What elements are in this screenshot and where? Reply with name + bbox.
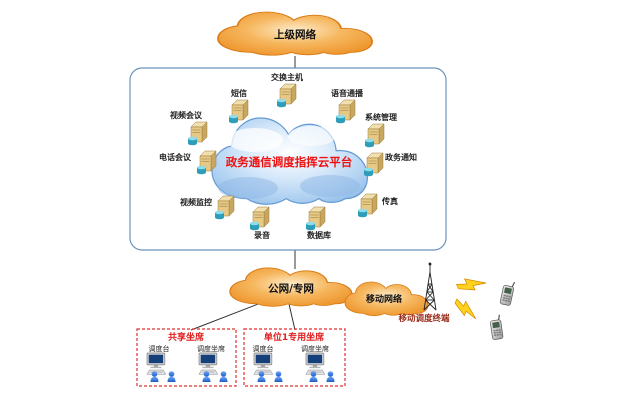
server-label-database: 数据库: [307, 230, 331, 240]
server-label-voice-broadcast: 语音通播: [331, 88, 364, 98]
cloud-highlight: [227, 128, 283, 152]
server-label-video-surveillance: 视频监控: [180, 197, 212, 207]
mobile-phone-icon: [499, 279, 516, 307]
server-label-video-conference: 视频会议: [170, 110, 203, 120]
cloud-shade: [300, 175, 360, 197]
lightning-icon: [451, 297, 482, 321]
console-label: 调度坐席: [197, 344, 225, 353]
console-label: 调度台: [253, 344, 274, 353]
cloud-highlight: [288, 126, 336, 146]
server-label-phone-conference: 电话会议: [159, 152, 192, 162]
console-icon: [305, 352, 326, 375]
seat-box-shared-title: 共享坐席: [168, 331, 204, 343]
server-label-recording: 录音: [254, 230, 270, 240]
server-label-exchange-host: 交换主机: [271, 72, 303, 82]
mobile-network-label: 移动网络: [366, 293, 402, 305]
mobile-terminal-label: 移动调度终端: [398, 313, 450, 324]
connector-line: [288, 303, 296, 331]
server-label-system-management: 系统管理: [365, 112, 397, 122]
mobile-phone-icon: [488, 314, 504, 341]
server-label-gov-notice: 政务通知: [385, 152, 417, 162]
person-icon: [219, 371, 228, 382]
console-label: 调度坐席: [301, 344, 329, 353]
lightning-icon: [455, 271, 488, 297]
console-icon: [198, 352, 219, 375]
person-icon: [274, 371, 283, 382]
person-icon: [326, 371, 335, 382]
console-label: 调度台: [149, 344, 170, 353]
server-label-sms: 短信: [231, 88, 247, 98]
seat-box-unit1-title: 单位1专用坐席: [264, 331, 324, 343]
server-label-fax: 传真: [381, 196, 398, 206]
console-icon: [253, 352, 274, 375]
person-icon: [167, 371, 176, 382]
platform-cloud-label: 政务通信调度指挥云平台: [226, 155, 353, 169]
seat-box-shared: [136, 328, 237, 387]
upper-network-label: 上级网络: [274, 28, 316, 41]
connector-line: [190, 300, 267, 331]
public-network-label: 公网/专网: [268, 282, 314, 295]
cloud-shade: [218, 177, 278, 199]
seat-box-unit1: [243, 328, 346, 387]
console-icon: [146, 352, 167, 375]
